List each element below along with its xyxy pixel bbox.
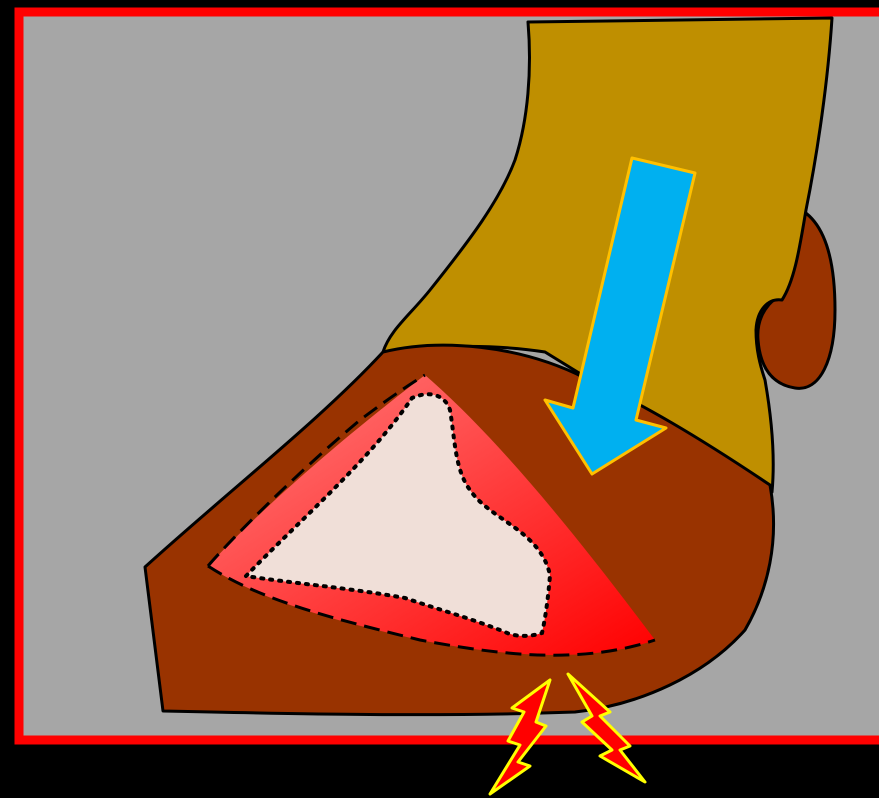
hoof-diagram: [0, 0, 879, 798]
diagram-canvas: [0, 0, 879, 798]
